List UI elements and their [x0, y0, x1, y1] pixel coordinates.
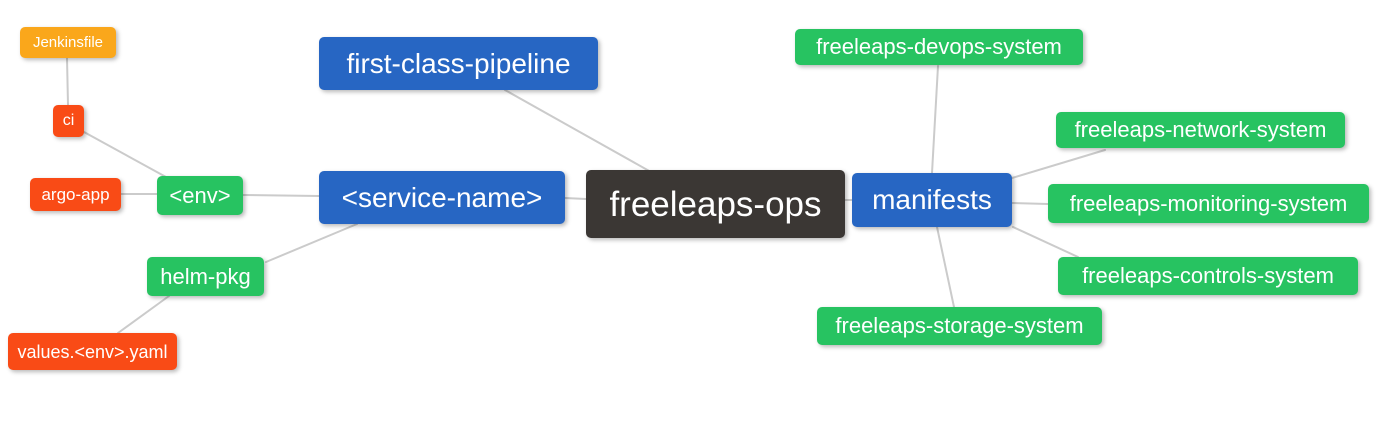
mindmap-node-freeleaps-devops-system[interactable]: freeleaps-devops-system	[795, 29, 1083, 65]
edge-values-env-yaml--helm-pkg	[117, 295, 170, 334]
edge-helm-pkg--service-name	[265, 223, 358, 263]
mindmap-node-freeleaps-monitoring-system[interactable]: freeleaps-monitoring-system	[1048, 184, 1369, 223]
mindmap-node-jenkinsfile[interactable]: Jenkinsfile	[20, 27, 116, 58]
edge-freeleaps-devops-system--manifests	[931, 65, 939, 174]
mindmap-node-freeleaps-storage-system[interactable]: freeleaps-storage-system	[817, 307, 1102, 345]
mindmap-node-values-env-yaml[interactable]: values.<env>.yaml	[8, 333, 177, 370]
edge-ci--env	[83, 131, 167, 178]
edge-first-class-pipeline--freeleaps-ops	[504, 89, 652, 173]
mindmap-node-first-class-pipeline[interactable]: first-class-pipeline	[319, 37, 598, 90]
edge-manifests--freeleaps-controls-system	[1012, 226, 1079, 258]
mindmap-node-ci[interactable]: ci	[53, 105, 84, 137]
mindmap-node-manifests[interactable]: manifests	[852, 173, 1012, 227]
mindmap-node-env[interactable]: <env>	[157, 176, 243, 215]
edge-env--service-name	[242, 194, 320, 197]
mindmap-node-freeleaps-network-system[interactable]: freeleaps-network-system	[1056, 112, 1345, 148]
edge-service-name--freeleaps-ops	[564, 197, 587, 200]
mindmap-node-argo-app[interactable]: argo-app	[30, 178, 121, 211]
mindmap-node-freeleaps-controls-system[interactable]: freeleaps-controls-system	[1058, 257, 1358, 295]
edge-manifests--freeleaps-monitoring-system	[1011, 202, 1049, 205]
edge-manifests--freeleaps-storage-system	[936, 226, 955, 308]
edge-jenkinsfile--ci	[66, 57, 69, 106]
mindmap-node-service-name[interactable]: <service-name>	[319, 171, 565, 224]
edge-manifests--freeleaps-network-system	[1011, 149, 1106, 179]
mindmap-node-freeleaps-ops[interactable]: freeleaps-ops	[586, 170, 845, 238]
mindmap-node-helm-pkg[interactable]: helm-pkg	[147, 257, 264, 296]
